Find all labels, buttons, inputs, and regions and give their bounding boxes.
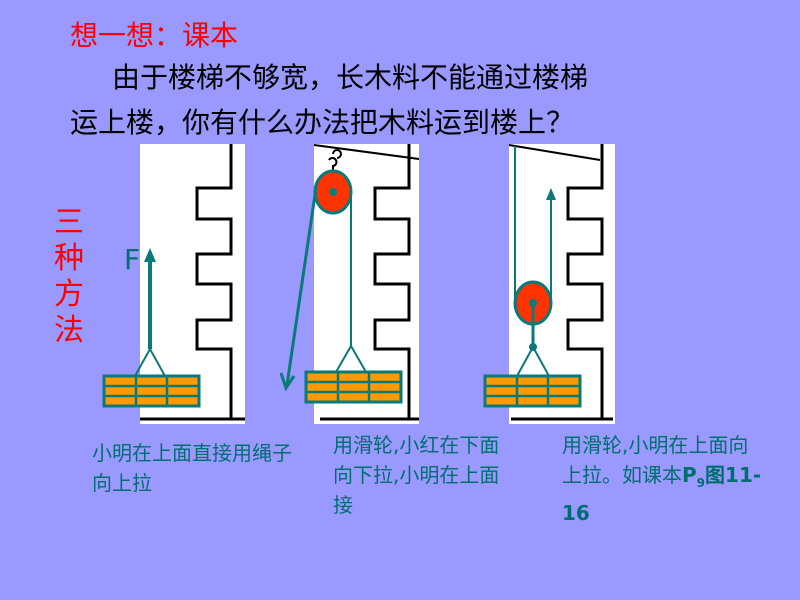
caption-method-2: 用滑轮,小红在下面向下拉,小明在上面接 bbox=[333, 433, 500, 517]
side-label: 三种方法 bbox=[54, 205, 84, 348]
caption-method-3: 用滑轮,小明在上面向上拉。如课本P9图11-16 bbox=[562, 430, 762, 528]
page-letter: P bbox=[682, 463, 697, 487]
figure-direct-pull bbox=[102, 142, 245, 424]
page-ref: P9图11-16 bbox=[562, 463, 761, 525]
force-label: F bbox=[124, 243, 141, 276]
figure-movable-pulley bbox=[483, 142, 615, 424]
page-number: 9 bbox=[696, 476, 706, 490]
force-arrow-icon bbox=[144, 248, 156, 262]
figure-fixed-pulley bbox=[279, 142, 420, 424]
hook-icon bbox=[328, 149, 342, 172]
question-line-1: 由于楼梯不够宽，长木料不能通过楼梯 bbox=[112, 61, 589, 94]
slide-title: 想一想：课本 bbox=[70, 19, 239, 52]
caption-method-3-text: 用滑轮,小明在上面向上拉。如课本 bbox=[562, 433, 749, 487]
question-line-2: 运上楼，你有什么办法把木料运到楼上？ bbox=[70, 106, 575, 139]
caption-method-1: 小明在上面直接用绳子向上拉 bbox=[92, 441, 292, 495]
figure-ref: 图11-16 bbox=[562, 463, 762, 525]
